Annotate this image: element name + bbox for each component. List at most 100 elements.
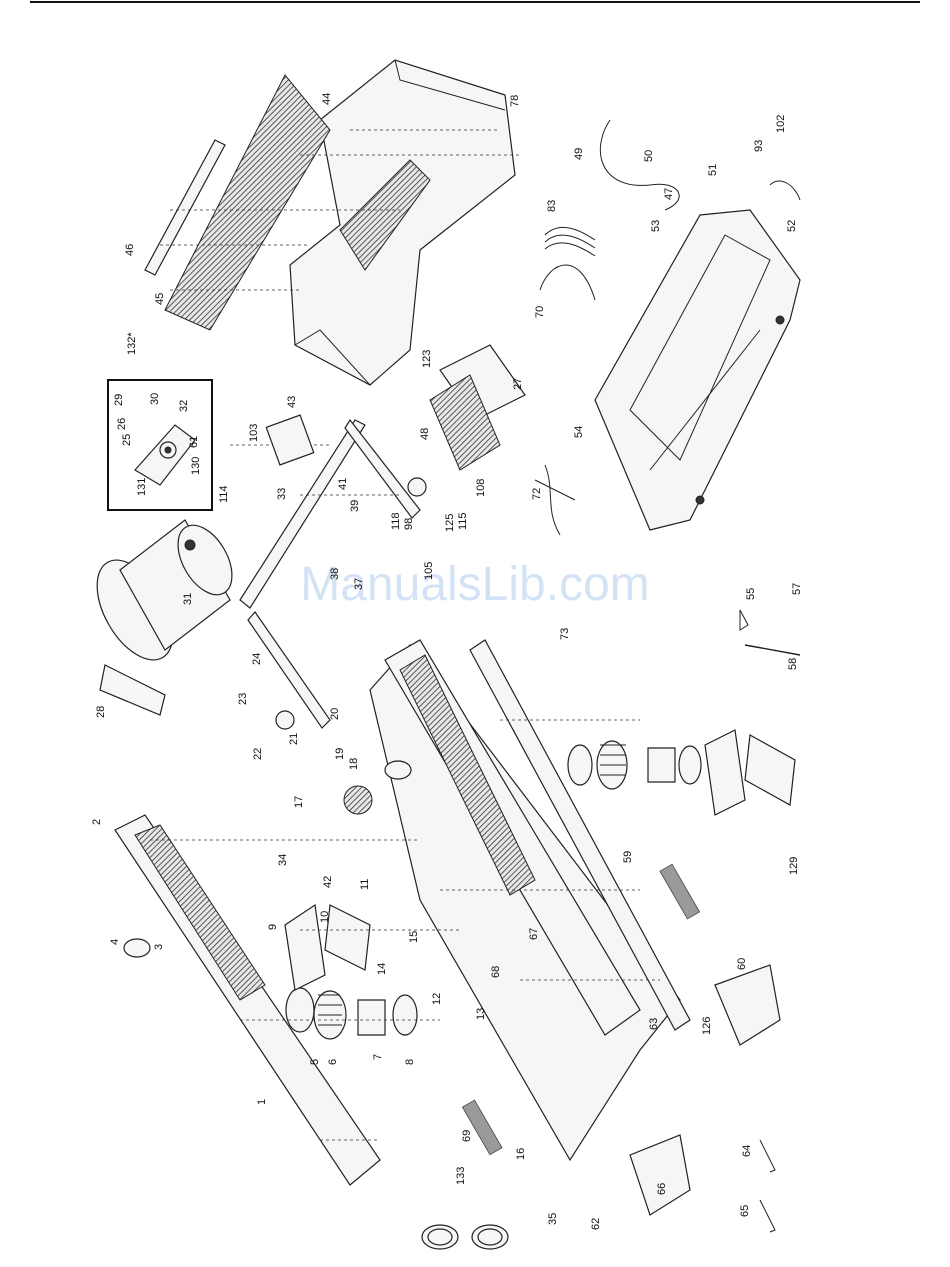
part-number-98: 98: [403, 518, 415, 530]
wire-harness-70: [540, 265, 595, 300]
part-number-73: 73: [559, 628, 571, 640]
part-number-35: 35: [547, 1213, 559, 1225]
part-number-15: 15: [408, 931, 420, 943]
part-number-38: 38: [329, 568, 341, 580]
part-number-39: 39: [349, 500, 361, 512]
part-number-72: 72: [531, 488, 543, 500]
drive-belt: [100, 665, 165, 715]
deck-decal-69-right: [660, 864, 700, 919]
part-number-28: 28: [95, 706, 107, 718]
part-number-18: 18: [348, 758, 360, 770]
part-number-64: 64: [741, 1145, 753, 1157]
part-number-58: 58: [787, 658, 799, 670]
part-number-66: 66: [656, 1183, 668, 1195]
part-number-125: 125: [444, 514, 456, 532]
part-number-22: 22: [252, 748, 264, 760]
part-number-61: 61: [188, 436, 200, 448]
motor-hood: [290, 60, 515, 385]
part-number-129: 129: [788, 857, 800, 875]
part-number-47: 47: [663, 188, 675, 200]
controller-box: [266, 415, 314, 465]
part-number-44: 44: [321, 93, 333, 105]
elevation-motor: [344, 786, 372, 814]
cap-4-left: [124, 939, 150, 957]
part-number-60: 60: [736, 958, 748, 970]
part-number-3: 3: [153, 944, 165, 950]
part-number-53: 53: [650, 220, 662, 232]
part-number-5: 5: [309, 1059, 321, 1065]
part-number-9: 9: [267, 924, 279, 930]
part-number-93: 93: [753, 140, 765, 152]
roller-parts-right: [568, 741, 701, 789]
part-number-63: 63: [648, 1018, 660, 1030]
part-number-65: 65: [739, 1205, 751, 1217]
part-number-78: 78: [509, 95, 521, 107]
inset-label: 132*: [126, 332, 138, 355]
part-number-105: 105: [423, 562, 435, 580]
bracket-10-right: [745, 735, 795, 805]
part-number-19: 19: [334, 748, 346, 760]
part-number-103: 103: [248, 424, 260, 442]
belt-guard-right: [705, 730, 745, 815]
bushing-21: [276, 711, 294, 729]
part-number-118: 118: [390, 512, 402, 530]
part-number-130: 130: [190, 457, 202, 475]
roller-parts-left: [286, 988, 417, 1039]
part-number-26: 26: [116, 418, 128, 430]
part-number-42: 42: [322, 876, 334, 888]
part-number-62: 62: [590, 1218, 602, 1230]
deck-decal-69-left: [462, 1100, 502, 1155]
part-number-17: 17: [293, 796, 305, 808]
part-number-133: 133: [455, 1167, 467, 1185]
part-number-4: 4: [109, 939, 121, 945]
part-number-33: 33: [276, 488, 288, 500]
wire-102: [770, 181, 800, 200]
part-number-52: 52: [786, 220, 798, 232]
part-number-69: 69: [461, 1130, 473, 1142]
part-number-55: 55: [745, 588, 757, 600]
part-number-1: 1: [256, 1099, 268, 1105]
handle-64: [760, 1140, 775, 1172]
part-number-54: 54: [573, 426, 585, 438]
cap-4-right: [385, 761, 411, 779]
part-number-123: 123: [421, 350, 433, 368]
part-number-25: 25: [121, 434, 133, 446]
part-number-131: 131: [136, 478, 148, 496]
frame-base: [595, 210, 800, 530]
rear-foot-left: [630, 1135, 690, 1215]
part-number-59: 59: [622, 851, 634, 863]
part-number-2: 2: [91, 819, 103, 825]
handle-65: [760, 1200, 775, 1232]
part-number-13: 13: [475, 1008, 487, 1020]
part-number-37: 37: [353, 578, 365, 590]
part-number-6: 6: [327, 1059, 339, 1065]
part-number-24: 24: [251, 653, 263, 665]
part-number-14: 14: [376, 963, 388, 975]
inset-bracket: [135, 425, 195, 485]
part-number-126: 126: [701, 1017, 713, 1035]
part-number-20: 20: [329, 708, 341, 720]
part-number-114: 114: [218, 485, 230, 503]
wire-harness-83: [545, 227, 595, 256]
bracket-10-left: [325, 905, 370, 970]
spring-set: [422, 1225, 508, 1249]
part-number-50: 50: [643, 150, 655, 162]
part-number-83: 83: [546, 200, 558, 212]
part-number-34: 34: [277, 854, 289, 866]
bushing-21b: [408, 478, 426, 496]
part-number-7: 7: [372, 1054, 384, 1060]
part-number-49: 49: [573, 148, 585, 160]
part-number-70: 70: [534, 306, 546, 318]
part-number-115: 115: [457, 512, 469, 530]
part-number-12: 12: [431, 993, 443, 1005]
part-number-29: 29: [113, 394, 125, 406]
part-number-31: 31: [182, 593, 194, 605]
part-number-21: 21: [288, 733, 300, 745]
part-number-43: 43: [286, 396, 298, 408]
part-number-57: 57: [791, 583, 803, 595]
part-number-10: 10: [319, 911, 331, 923]
part-number-48: 48: [419, 428, 431, 440]
rod-58: [745, 645, 800, 655]
part-number-68: 68: [490, 966, 502, 978]
